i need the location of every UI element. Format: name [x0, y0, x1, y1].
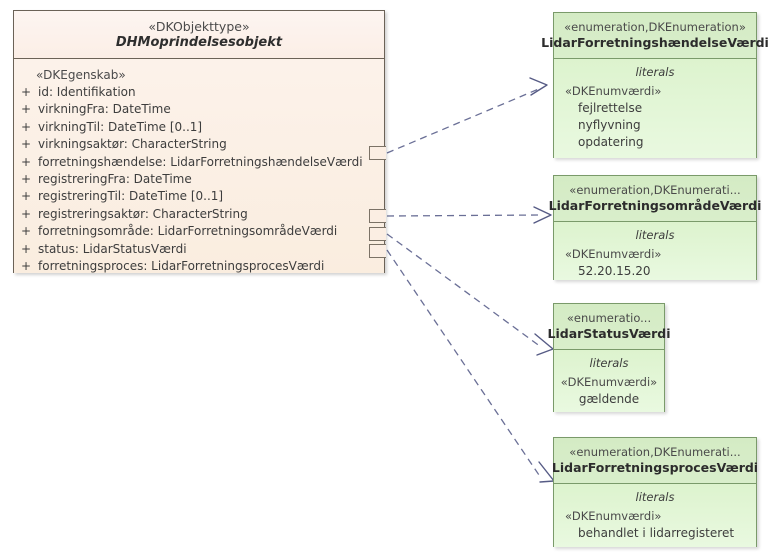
attribute-visibility: + — [20, 154, 32, 169]
dependency-line-forretningsproces — [386, 249, 542, 479]
literal-item[interactable]: opdatering — [578, 135, 644, 149]
attribute-text: id: Identifikation — [38, 85, 136, 99]
literal-stereotype: «DKEnumværdi» — [565, 509, 662, 523]
attribute-visibility: + — [20, 206, 32, 221]
literal-item[interactable]: fejlrettelse — [578, 101, 643, 115]
connector-port-forretningsomraade[interactable] — [369, 209, 386, 223]
enum-header: «enumeration,DKEnumerati... LidarForretn… — [551, 438, 759, 484]
enum-name: LidarStatusVærdi — [547, 325, 671, 341]
attribute-visibility: + — [20, 224, 32, 239]
enum-header: «enumeratio... LidarStatusVærdi — [548, 304, 671, 350]
enum-box-lidarstatusvaerdi[interactable]: «enumeratio... LidarStatusVærdi literals… — [548, 303, 671, 412]
attribute-visibility: + — [20, 85, 32, 99]
enum-stereotype: «enumeration,DKEnumerati... — [569, 182, 741, 197]
enum-box-lidarforretningsprocesvaerdi[interactable]: «enumeration,DKEnumerati... LidarForretn… — [551, 437, 759, 547]
enum-name: LidarForretningsprocesVærdi — [551, 459, 759, 475]
dependency-line-status — [386, 233, 542, 348]
attribute-row[interactable]: + forretningsområde: LidarForretningsomr… — [14, 223, 384, 240]
attribute-text: virkningFra: DateTime — [38, 102, 171, 117]
literals-label: literals — [635, 65, 675, 79]
enum-literals-compartment: literals «DKEnumværdi» behandlet i lidar… — [554, 484, 756, 547]
class-box-dhmoprindelsesobjekt[interactable]: «DKObjekttype» DHMoprindelsesobjekt «DKE… — [13, 10, 385, 273]
attribute-row[interactable]: + forretningshændelse: LidarForretningsh… — [14, 154, 384, 171]
attribute-row[interactable]: + status: LidarStatusVærdi — [14, 241, 384, 258]
attribute-text: status: LidarStatusVærdi — [38, 241, 187, 256]
attribute-visibility: + — [20, 189, 32, 204]
enum-header: «enumeration,DKEnumeration» LidarForretn… — [541, 13, 769, 59]
attribute-row[interactable]: + virkningsaktør: CharacterString — [14, 136, 384, 153]
attribute-text: forretningsproces: LidarForretningsproce… — [38, 259, 325, 274]
attributes-stereotype: «DKEgenskab» — [36, 68, 126, 82]
attribute-row[interactable]: + registreringFra: DateTime — [14, 171, 384, 188]
attribute-row[interactable]: + id: Identifikation — [14, 84, 384, 101]
literal-item[interactable]: nyflyvning — [578, 118, 641, 132]
class-stereotype: «DKObjekttype» — [148, 18, 250, 34]
attribute-visibility: + — [20, 137, 32, 152]
attribute-visibility: + — [20, 259, 32, 274]
dependency-line-forretningsomraade — [386, 214, 542, 217]
attribute-text: registreringFra: DateTime — [38, 172, 192, 187]
literal-item[interactable]: gældende — [578, 392, 640, 406]
attribute-visibility: + — [20, 119, 32, 134]
literals-label: literals — [635, 490, 675, 504]
enum-header: «enumeration,DKEnumerati... LidarForretn… — [549, 176, 761, 222]
attribute-text: forretningshændelse: LidarForretningshæn… — [38, 154, 363, 169]
literal-item[interactable]: behandlet i lidarregisteret — [578, 526, 735, 540]
attribute-text: virkningsaktør: CharacterString — [38, 137, 227, 152]
attribute-visibility: + — [20, 241, 32, 256]
enum-box-lidarforretningshaendelsevaerdi[interactable]: «enumeration,DKEnumeration» LidarForretn… — [541, 12, 769, 158]
attribute-row[interactable]: + virkningFra: DateTime — [14, 101, 384, 118]
connector-port-forretningsproces[interactable] — [369, 244, 386, 258]
attribute-visibility: + — [20, 172, 32, 187]
class-attributes-compartment: «DKEgenskab» + id: Identifikation + virk… — [14, 59, 384, 273]
enum-literals-compartment: literals «DKEnumværdi» gældende — [554, 350, 664, 412]
enum-name: LidarForretningsområdeVærdi — [548, 197, 762, 213]
class-name: DHMoprindelsesobjekt — [115, 34, 283, 50]
connector-port-status[interactable] — [369, 227, 386, 241]
enum-stereotype: «enumeration,DKEnumerati... — [569, 444, 741, 459]
literal-item[interactable]: 52.20.15.20 — [578, 264, 651, 278]
literals-label: literals — [589, 356, 629, 370]
attribute-text: forretningsområde: LidarForretningsområd… — [38, 224, 338, 239]
attribute-row[interactable]: + registreringsaktør: CharacterString — [14, 206, 384, 223]
class-header: «DKObjekttype» DHMoprindelsesobjekt — [14, 11, 384, 59]
attribute-row[interactable]: + virkningTil: DateTime [0..1] — [14, 119, 384, 136]
dependency-line-forretningshaendelse — [386, 87, 542, 154]
attribute-row[interactable]: + forretningsproces: LidarForretningspro… — [14, 258, 384, 275]
arrowhead-forretningshaendelse — [529, 77, 548, 96]
attribute-row[interactable]: + registreringTil: DateTime [0..1] — [14, 188, 384, 205]
literals-label: literals — [635, 228, 675, 242]
attribute-text: virkningTil: DateTime [0..1] — [38, 119, 203, 134]
enum-literals-compartment: literals «DKEnumværdi» fejlrettelse nyfl… — [554, 59, 756, 158]
connector-port-forretningshaendelse[interactable] — [369, 146, 386, 160]
literal-stereotype: «DKEnumværdi» — [565, 247, 662, 261]
attribute-text: registreringsaktør: CharacterString — [38, 206, 248, 221]
enum-box-lidarforretningsomraadevaerdi[interactable]: «enumeration,DKEnumerati... LidarForretn… — [549, 175, 761, 280]
enum-name: LidarForretningshændelseVærdi — [541, 34, 769, 50]
literal-stereotype: «DKEnumværdi» — [560, 375, 658, 389]
enum-stereotype: «enumeration,DKEnumeration» — [564, 19, 746, 34]
attribute-visibility: + — [20, 102, 32, 117]
enum-stereotype: «enumeratio... — [566, 310, 652, 325]
attribute-text: registreringTil: DateTime [0..1] — [38, 189, 224, 204]
literal-stereotype: «DKEnumværdi» — [565, 84, 662, 98]
enum-literals-compartment: literals «DKEnumværdi» 52.20.15.20 — [554, 222, 756, 280]
